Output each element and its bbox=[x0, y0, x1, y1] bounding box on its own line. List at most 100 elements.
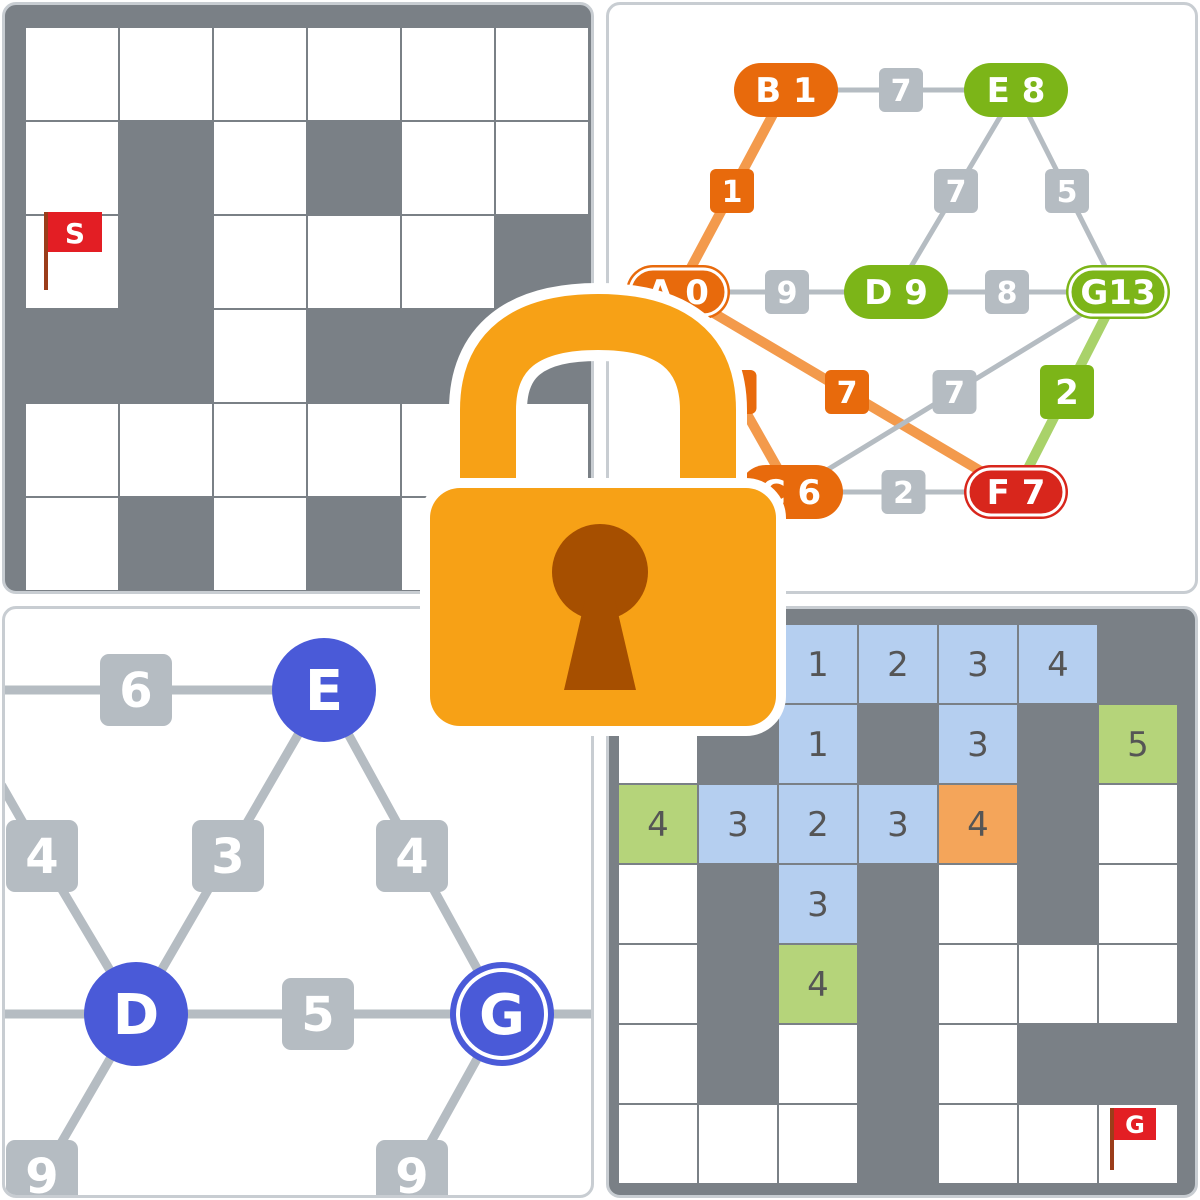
graph-node-A: A 0 bbox=[626, 265, 730, 319]
edge-weight: 6 bbox=[712, 370, 757, 414]
edge-weight-label: 5 bbox=[1057, 175, 1078, 210]
edge-weight-label: 7 bbox=[891, 74, 912, 109]
step-count-label: 4 bbox=[807, 965, 829, 1005]
maze-cell bbox=[779, 1105, 857, 1183]
edge-weight: 7 bbox=[932, 370, 977, 414]
maze-cell: 4 bbox=[1019, 625, 1097, 703]
graph-node-label: C 6 bbox=[761, 473, 821, 513]
maze-cell: 2 bbox=[859, 625, 937, 703]
graph-node-label: D bbox=[113, 983, 159, 1048]
graph-node-F: F 7 bbox=[964, 465, 1068, 519]
maze-panel-top-left: S bbox=[2, 2, 594, 594]
maze-cell bbox=[26, 404, 118, 496]
maze-cell bbox=[939, 1025, 1017, 1103]
maze-cell bbox=[214, 216, 306, 308]
graph-node-label: A 0 bbox=[647, 273, 709, 313]
maze-cell bbox=[619, 1105, 697, 1183]
graph-node-label: E 8 bbox=[987, 71, 1046, 111]
maze-cell bbox=[214, 28, 306, 120]
graph-node-label: E bbox=[305, 659, 343, 724]
edge-weight-label: 8 bbox=[997, 276, 1018, 311]
maze-cell: 2 bbox=[779, 785, 857, 863]
maze-cell bbox=[496, 404, 588, 496]
edge-weight-label: 7 bbox=[837, 376, 858, 411]
step-count-label: 3 bbox=[967, 645, 989, 685]
edge-weight-label: 7 bbox=[946, 175, 967, 210]
maze-cell: 4 bbox=[619, 785, 697, 863]
graph-node-E: E 8 bbox=[964, 63, 1068, 117]
step-count-label: 4 bbox=[647, 805, 669, 845]
maze-cell bbox=[214, 122, 306, 214]
maze-cell bbox=[1019, 945, 1097, 1023]
edge-weight-label: 1 bbox=[722, 175, 743, 210]
maze-cell bbox=[308, 404, 400, 496]
maze-cell: 5 bbox=[1099, 705, 1177, 783]
maze-cell bbox=[120, 404, 212, 496]
step-count-label: 3 bbox=[807, 885, 829, 925]
maze-cell bbox=[402, 28, 494, 120]
start-flag: S bbox=[44, 212, 102, 290]
maze-cell bbox=[402, 404, 494, 496]
edge-weight-label: 9 bbox=[25, 1149, 58, 1198]
flag-label: G bbox=[1125, 1111, 1145, 1139]
maze-cell bbox=[214, 404, 306, 496]
maze-cell bbox=[120, 28, 212, 120]
edge-weight: 4 bbox=[6, 820, 78, 892]
flag-label: S bbox=[726, 631, 743, 659]
graph-node-D: D 9 bbox=[844, 265, 948, 319]
maze-cell: G bbox=[1099, 1105, 1177, 1183]
maze-cell: 1 bbox=[779, 625, 857, 703]
edge-weight: 7 bbox=[879, 68, 923, 112]
edge-weight-label: 6 bbox=[724, 376, 745, 411]
step-count-label: 1 bbox=[807, 725, 829, 765]
maze-cell: 3 bbox=[779, 865, 857, 943]
maze-cell bbox=[402, 216, 494, 308]
edge-weight-label: 4 bbox=[25, 829, 58, 885]
maze-cell bbox=[939, 945, 1017, 1023]
edge-weight-label: 2 bbox=[893, 476, 914, 511]
maze-cell: 4 bbox=[939, 785, 1017, 863]
edge-weight: 2 bbox=[1040, 365, 1094, 419]
edge-weight-label: 5 bbox=[301, 987, 334, 1043]
edge-weight: 4 bbox=[376, 820, 448, 892]
graph-node-E: E bbox=[272, 638, 376, 742]
edge-weight: 2 bbox=[881, 470, 926, 514]
edge-weight: 5 bbox=[282, 978, 354, 1050]
maze-cell bbox=[26, 28, 118, 120]
maze-cell: 3 bbox=[939, 705, 1017, 783]
step-count-label: 3 bbox=[887, 805, 909, 845]
maze-cell bbox=[619, 865, 697, 943]
maze-cell bbox=[496, 122, 588, 214]
maze-cell bbox=[308, 28, 400, 120]
graph-node-label: G bbox=[479, 983, 525, 1048]
maze-cell: 3 bbox=[859, 785, 937, 863]
maze-cell: 3 bbox=[939, 625, 1017, 703]
edge-weight-label: 6 bbox=[119, 663, 152, 719]
maze-cell bbox=[699, 1105, 777, 1183]
graph-node-label: D 9 bbox=[864, 273, 928, 313]
step-count-label: 4 bbox=[1047, 645, 1069, 685]
edge-weight-label: 2 bbox=[1055, 373, 1079, 413]
maze-cell bbox=[26, 122, 118, 214]
edge-weight: 9 bbox=[376, 1140, 448, 1195]
maze-cell bbox=[26, 498, 118, 590]
maze-cell bbox=[1099, 865, 1177, 943]
maze-cell bbox=[619, 705, 697, 783]
maze-cell bbox=[619, 945, 697, 1023]
maze-cell: 1 bbox=[779, 705, 857, 783]
graph-panel-bottom-left: 6 4 3 4 5 9 9 E D G bbox=[2, 606, 594, 1198]
edge-weight: 5 bbox=[1045, 169, 1089, 213]
maze-cell bbox=[214, 310, 306, 402]
maze-cell: 3 bbox=[699, 785, 777, 863]
graph-node-C: C 6 bbox=[739, 465, 843, 519]
maze-cell bbox=[619, 1025, 697, 1103]
edge-weight: 8 bbox=[985, 270, 1029, 314]
edge-weight: 6 bbox=[100, 654, 172, 726]
step-count-label: 5 bbox=[1127, 725, 1149, 765]
goal-flag: G bbox=[1110, 1108, 1156, 1170]
edge-weight: 3 bbox=[192, 820, 264, 892]
maze-cell bbox=[1099, 785, 1177, 863]
